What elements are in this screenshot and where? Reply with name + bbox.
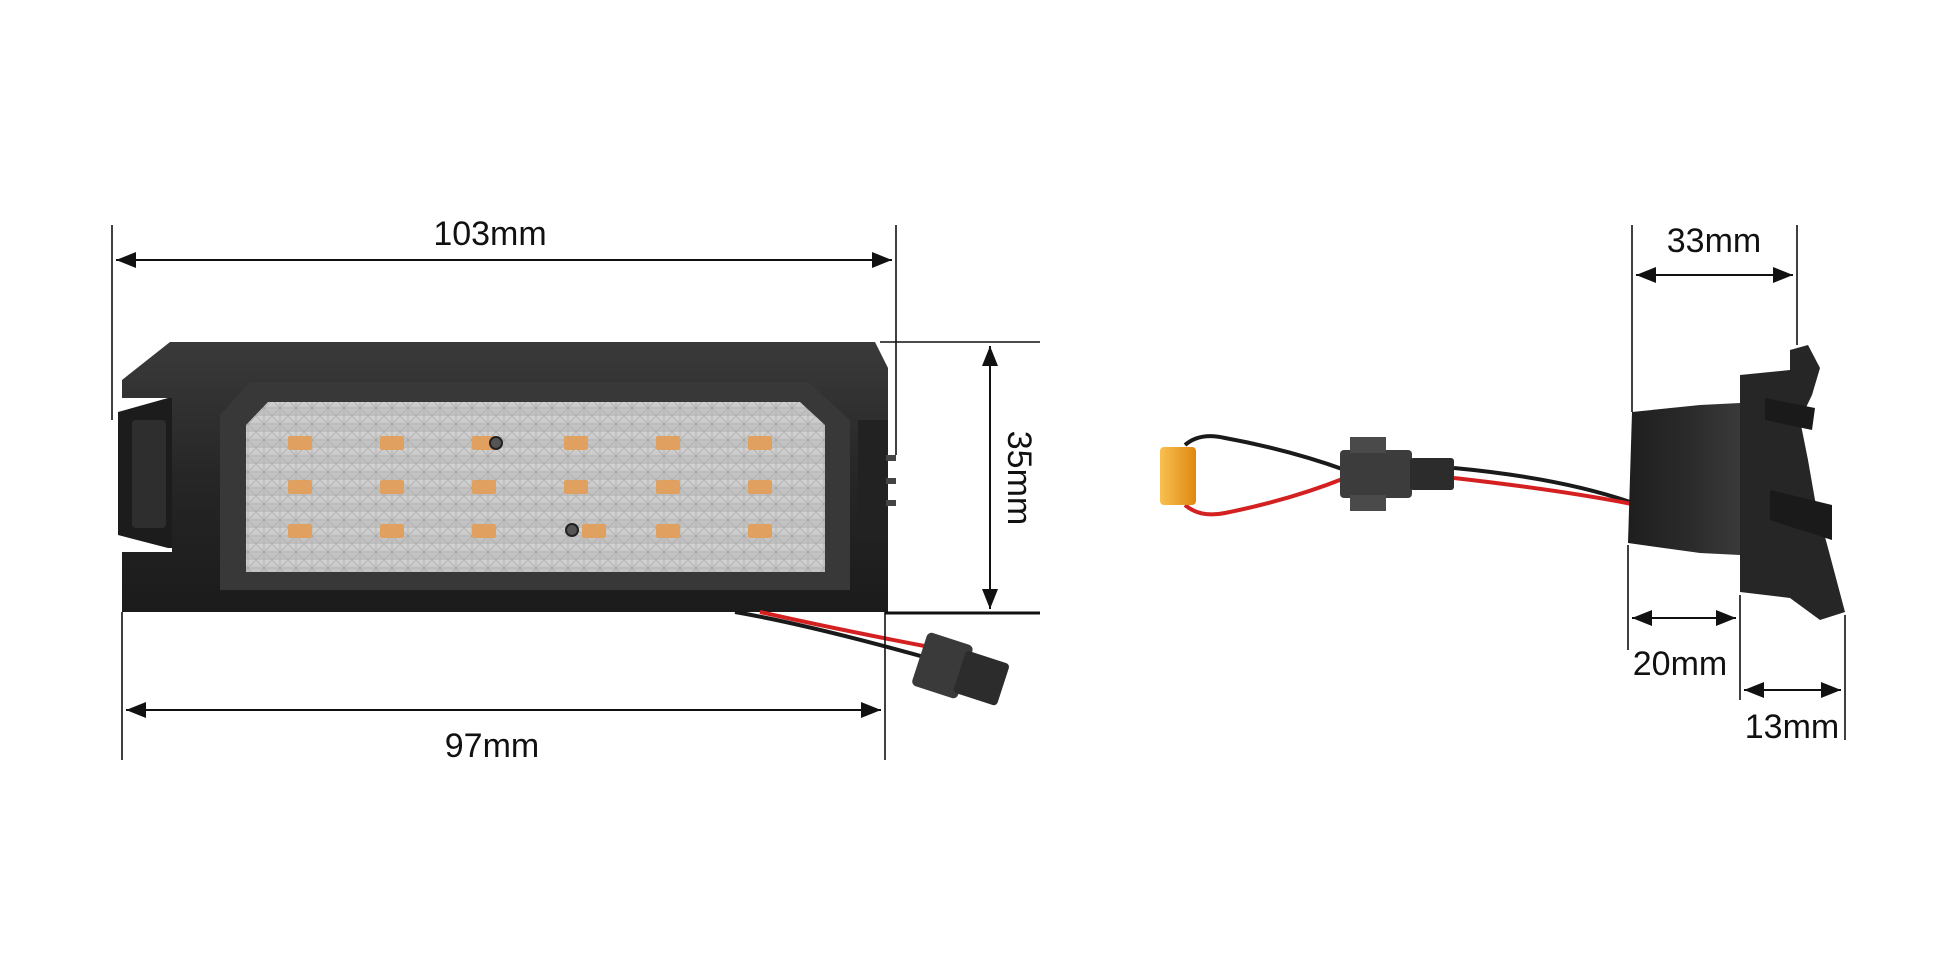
led-chip: [656, 480, 680, 494]
front-right-pin-2: [886, 478, 896, 484]
side-clip-1: [1765, 398, 1815, 430]
led-chip: [288, 524, 312, 538]
dim-label-35mm: 35mm: [1000, 431, 1038, 525]
harness-connector-top: [1350, 437, 1386, 453]
dim-label-13mm: 13mm: [1745, 708, 1839, 746]
led-chip: [472, 480, 496, 494]
led-chip: [656, 436, 680, 450]
led-chip: [564, 480, 588, 494]
front-dimensions: 103mm 97mm 35mm: [111, 215, 1040, 765]
wiring-harness: [1160, 434, 1633, 517]
led-chip: [472, 524, 496, 538]
dim-label-20mm: 20mm: [1633, 645, 1727, 683]
dim-label-33mm: 33mm: [1667, 222, 1761, 260]
harness-connector-bottom: [1350, 495, 1386, 511]
led-chip: [564, 436, 588, 450]
harness-wire-black: [1183, 434, 1346, 472]
front-wire-red: [759, 610, 936, 650]
dim-label-103mm: 103mm: [433, 215, 546, 253]
led-chip: [748, 480, 772, 494]
front-right-pin-1: [886, 455, 896, 461]
dim-label-97mm: 97mm: [445, 727, 539, 765]
front-screw-2: [565, 523, 579, 537]
front-screw-1: [489, 436, 503, 450]
led-chip: [380, 524, 404, 538]
harness-wire-to-side-black: [1453, 466, 1631, 504]
side-flange: [1740, 345, 1845, 620]
side-body: [1628, 403, 1740, 555]
front-right-pin-3: [886, 500, 896, 506]
led-chip: [656, 524, 680, 538]
led-chip: [748, 436, 772, 450]
front-connector: [912, 632, 1010, 706]
front-left-clip-tab: [132, 420, 166, 528]
front-lens: [246, 402, 825, 572]
side-dimensions: 33mm 20mm 13mm: [1627, 222, 1846, 746]
front-right-edge: [858, 420, 888, 540]
side-view: [1628, 345, 1845, 620]
led-chip: [380, 480, 404, 494]
harness-wire-red: [1183, 476, 1346, 517]
front-view: [118, 342, 1010, 706]
front-wire-black: [734, 610, 936, 662]
side-clip-2: [1770, 490, 1832, 540]
led-array: [288, 436, 772, 538]
led-chip: [748, 524, 772, 538]
harness-connector-tail: [1410, 458, 1454, 490]
led-chip: [380, 436, 404, 450]
fuse: [1160, 447, 1196, 505]
harness-wire-to-side-red: [1453, 476, 1633, 506]
led-chip: [288, 480, 312, 494]
harness-connector-body: [1340, 450, 1412, 498]
led-chip: [582, 524, 606, 538]
led-chip: [288, 436, 312, 450]
